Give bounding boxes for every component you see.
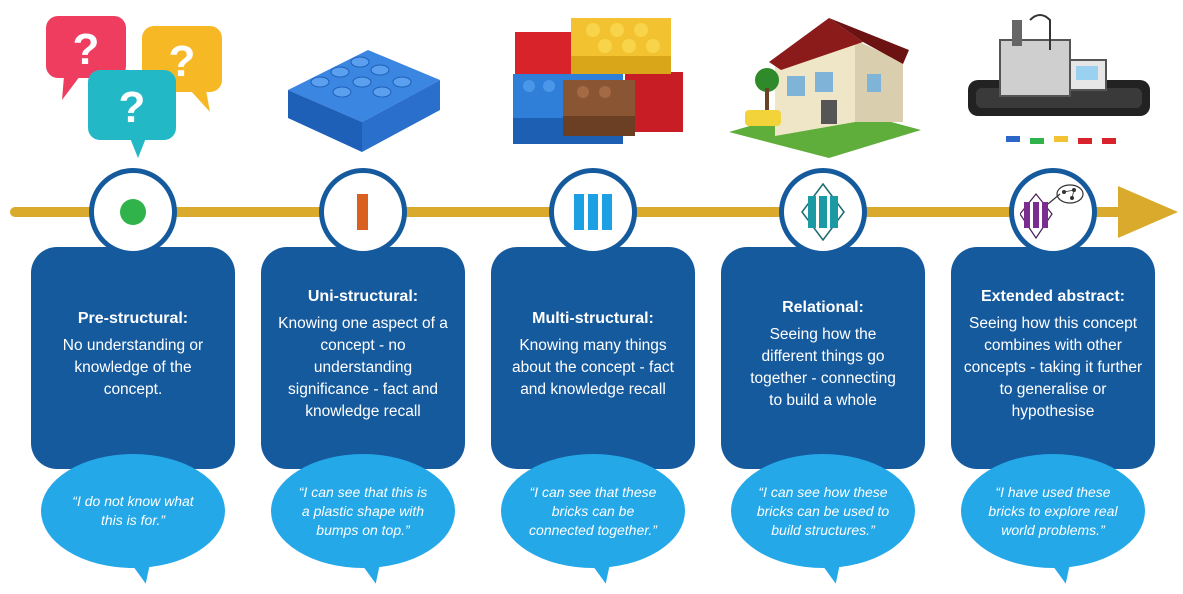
quote-text: “I can see that this is a plastic shape …: [298, 483, 428, 538]
stage-description: No understanding or knowledge of the con…: [62, 337, 204, 398]
stage-card-relational: Relational: Seeing how the different thi…: [721, 247, 925, 469]
stage-card-pre-structural: Pre-structural: No understanding or know…: [31, 247, 235, 469]
svg-text:?: ?: [73, 25, 100, 74]
stage-card-uni-structural: Uni-structural: Knowing one aspect of a …: [261, 247, 465, 469]
red-question-bubble-icon: ?: [46, 16, 126, 100]
stage-title: Pre-structural:: [77, 310, 189, 327]
stage-description: Knowing many things about the concept - …: [512, 337, 674, 398]
quote-bubble-relational: “I can see how these bricks can be used …: [731, 454, 915, 568]
extended-abstract-circle: [1009, 168, 1097, 256]
single-bar-icon: [357, 194, 368, 230]
single-brick-image: [280, 10, 450, 160]
stacked-bricks-image: [505, 10, 695, 160]
quote-bubble-extended-abstract: “I have used these bricks to explore rea…: [961, 454, 1145, 568]
stage-description: Knowing one aspect of a concept - no und…: [278, 315, 448, 420]
stage-title: Uni-structural:: [307, 288, 419, 305]
svg-text:?: ?: [119, 83, 146, 132]
question-bubbles-image: ? ? ?: [40, 10, 230, 160]
pre-structural-circle: [89, 168, 177, 256]
quote-bubble-multi-structural: “I can see that these bricks can be conn…: [501, 454, 685, 568]
three-bars-icon: [574, 194, 612, 230]
stage-title: Multi-structural:: [532, 310, 654, 327]
quote-text: “I do not know what this is for.”: [72, 493, 194, 528]
teal-question-bubble-icon: ?: [88, 70, 176, 158]
stage-title: Relational:: [782, 299, 864, 316]
green-dot-icon: [120, 199, 146, 225]
quote-text: “I have used these bricks to explore rea…: [988, 483, 1118, 538]
stage-title: Extended abstract:: [980, 288, 1126, 305]
stage-description: Seeing how this concept combines with ot…: [963, 315, 1143, 420]
timeline-arrowhead-icon: [1118, 186, 1178, 238]
quote-bubble-pre-structural: “I do not know what this is for.”: [41, 454, 225, 568]
uni-structural-circle: [319, 168, 407, 256]
quote-text: “I can see how these bricks can be used …: [756, 483, 890, 538]
extended-bars-icon: [1020, 184, 1084, 240]
quote-bubble-uni-structural: “I can see that this is a plastic shape …: [271, 454, 455, 568]
robot-machine-image: [960, 10, 1160, 160]
stage-card-multi-structural: Multi-structural: Knowing many things ab…: [491, 247, 695, 469]
quote-text: “I can see that these bricks can be conn…: [529, 483, 657, 538]
brick-house-image: [725, 10, 925, 160]
relational-circle: [779, 168, 867, 256]
connected-bars-icon: [801, 182, 845, 242]
stage-card-extended-abstract: Extended abstract: Seeing how this conce…: [951, 247, 1155, 469]
stage-description: Seeing how the different things go toget…: [750, 326, 896, 409]
multi-structural-circle: [549, 168, 637, 256]
